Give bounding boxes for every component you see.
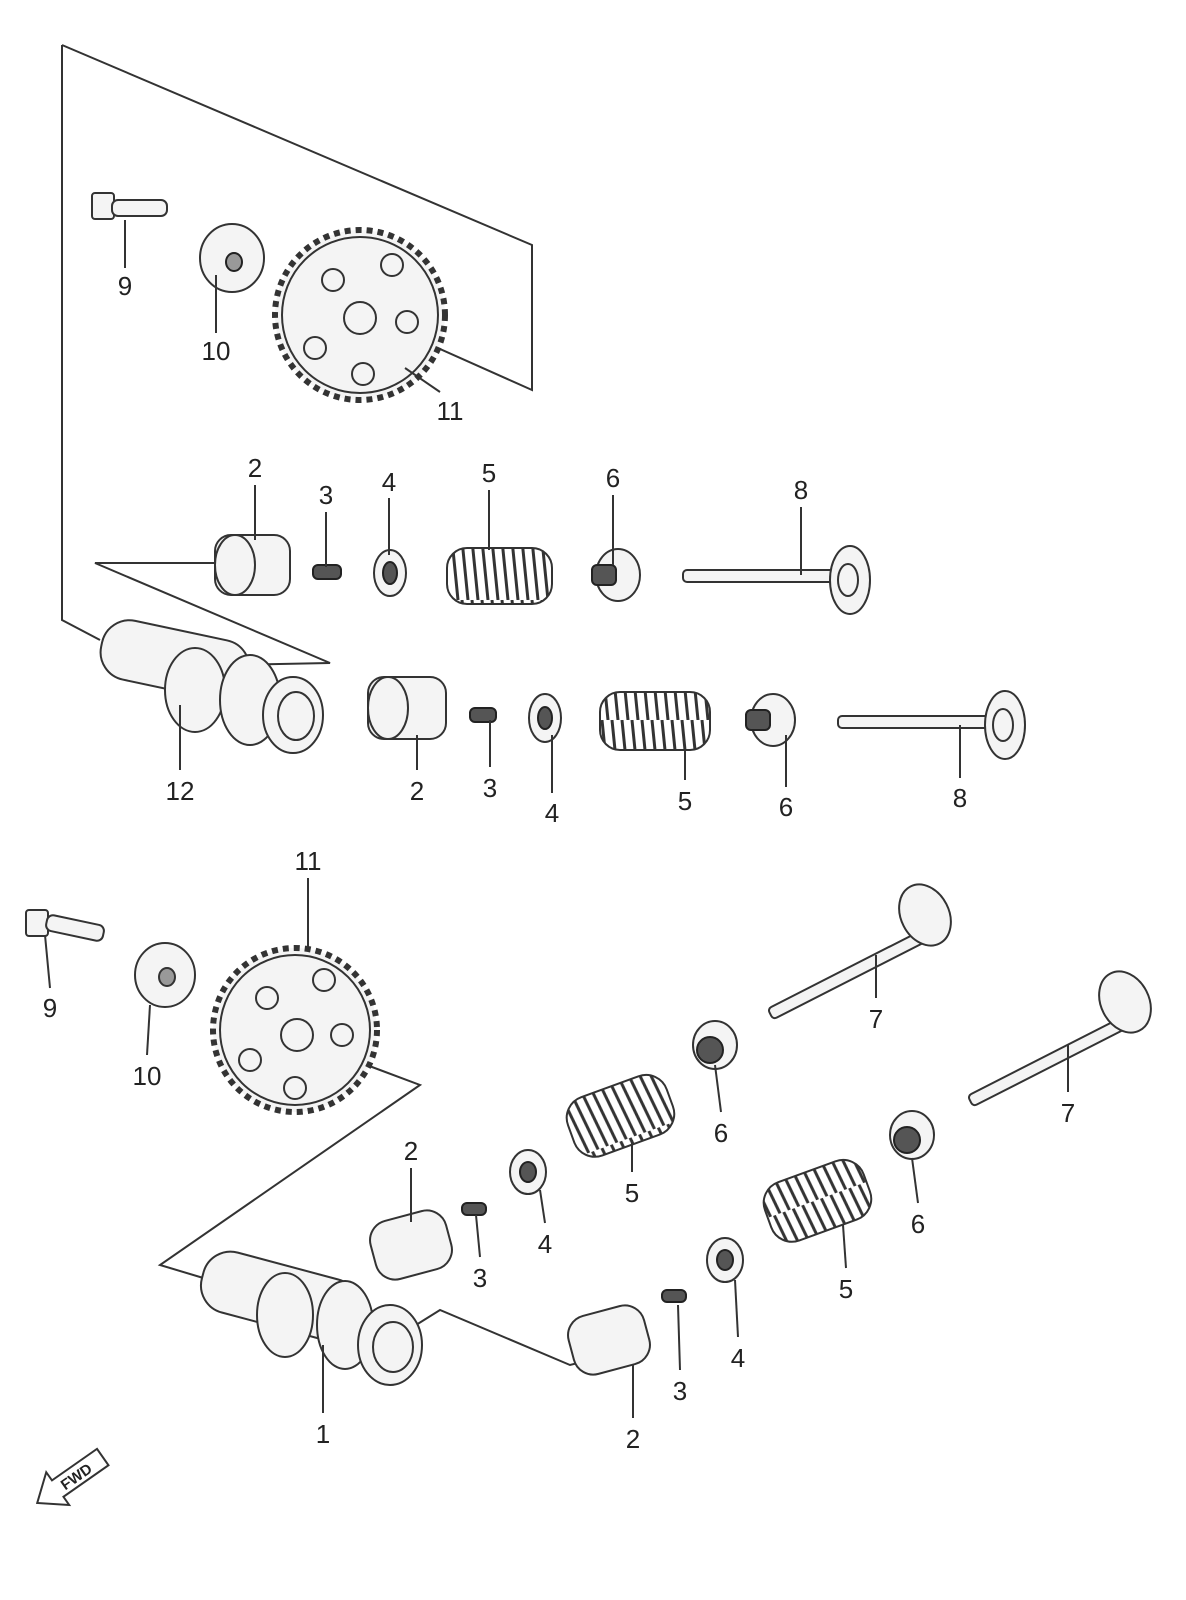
valve-spring-part-5 bbox=[599, 691, 711, 751]
valve-spring-part-5 bbox=[446, 547, 553, 605]
leader-lines bbox=[124, 220, 961, 793]
spring-retainer-part-4 bbox=[509, 1149, 547, 1195]
part-label: 9 bbox=[118, 271, 132, 301]
leader-lines bbox=[44, 878, 1069, 1418]
group-outline bbox=[61, 44, 533, 392]
valve-lifter-part-2 bbox=[367, 676, 447, 740]
washer-part-10 bbox=[134, 942, 196, 1008]
valve-seal-part-6 bbox=[889, 1110, 935, 1160]
part-label: 9 bbox=[43, 993, 57, 1023]
valve-lifter-part-2 bbox=[567, 1304, 651, 1376]
spring-retainer-part-4 bbox=[373, 549, 407, 597]
valve-lifter-part-2 bbox=[369, 1209, 453, 1281]
part-label: 7 bbox=[1061, 1098, 1075, 1128]
part-label: 10 bbox=[133, 1061, 162, 1091]
part-label: 3 bbox=[319, 480, 333, 510]
valve-spring-part-5 bbox=[762, 1158, 873, 1243]
group-outline bbox=[399, 1308, 591, 1367]
bolt-part-9 bbox=[25, 909, 105, 942]
part-label: 2 bbox=[626, 1424, 640, 1454]
part-label: 1 bbox=[316, 1419, 330, 1449]
valve-seal-part-6 bbox=[692, 1020, 738, 1070]
shim-part-3 bbox=[469, 707, 497, 723]
forward-direction-arrow-icon: FWD bbox=[35, 1447, 110, 1507]
part-label: 6 bbox=[714, 1118, 728, 1148]
cam-sprocket-part-11 bbox=[272, 227, 448, 403]
part-number-labels: 9 10 11 2 3 4 5 6 8 12 2 3 4 5 6 8 bbox=[118, 271, 967, 828]
part-label: 3 bbox=[673, 1376, 687, 1406]
part-label: 5 bbox=[625, 1178, 639, 1208]
part-label: 2 bbox=[248, 453, 262, 483]
part-label: 2 bbox=[410, 776, 424, 806]
intake-valve-part-7 bbox=[768, 883, 952, 1020]
shim-part-3 bbox=[461, 1202, 487, 1216]
part-label: 3 bbox=[473, 1263, 487, 1293]
part-label: 5 bbox=[839, 1274, 853, 1304]
part-label: 4 bbox=[731, 1343, 745, 1373]
exhaust-valve-part-8 bbox=[837, 690, 1026, 760]
part-label: 5 bbox=[482, 458, 496, 488]
group-outline-left bbox=[61, 45, 101, 641]
exhaust-valve-part-8 bbox=[682, 545, 871, 615]
valve-spring-part-5 bbox=[565, 1073, 676, 1158]
leader-lifter bbox=[94, 562, 331, 666]
spring-retainer-part-4 bbox=[706, 1237, 744, 1283]
top-assembly: 9 10 11 2 3 4 5 6 8 12 2 3 4 5 6 8 bbox=[61, 44, 1026, 828]
part-number-labels: 11 9 10 7 6 7 2 5 4 3 6 5 4 3 1 2 bbox=[43, 846, 1075, 1454]
bolt-part-9 bbox=[91, 192, 168, 220]
spring-retainer-part-4 bbox=[528, 693, 562, 743]
part-label: 12 bbox=[166, 776, 195, 806]
part-label: 8 bbox=[953, 783, 967, 813]
part-label: 10 bbox=[202, 336, 231, 366]
valve-lifter-part-2 bbox=[214, 534, 291, 596]
part-label: 7 bbox=[869, 1004, 883, 1034]
bottom-assembly: 11 9 10 7 6 7 2 5 4 3 6 5 4 3 1 2 bbox=[25, 846, 1152, 1454]
part-label: 5 bbox=[678, 786, 692, 816]
part-label: 11 bbox=[437, 396, 464, 426]
camshaft-part-12 bbox=[99, 619, 324, 754]
part-label: 6 bbox=[911, 1209, 925, 1239]
part-label: 2 bbox=[404, 1136, 418, 1166]
part-label: 4 bbox=[545, 798, 559, 828]
intake-valve-part-7 bbox=[968, 970, 1152, 1107]
camshaft-part-1 bbox=[199, 1250, 423, 1386]
shim-part-3 bbox=[312, 564, 342, 580]
part-label: 11 bbox=[295, 846, 322, 876]
washer-part-10 bbox=[199, 223, 265, 293]
cam-sprocket-part-11 bbox=[210, 945, 380, 1115]
part-label: 6 bbox=[779, 792, 793, 822]
part-label: 4 bbox=[382, 467, 396, 497]
part-label: 4 bbox=[538, 1229, 552, 1259]
part-label: 8 bbox=[794, 475, 808, 505]
valve-seal-part-6 bbox=[745, 693, 796, 747]
part-label: 6 bbox=[606, 463, 620, 493]
part-label: 3 bbox=[483, 773, 497, 803]
valve-seal-part-6 bbox=[591, 548, 641, 602]
shim-part-3 bbox=[661, 1289, 687, 1303]
